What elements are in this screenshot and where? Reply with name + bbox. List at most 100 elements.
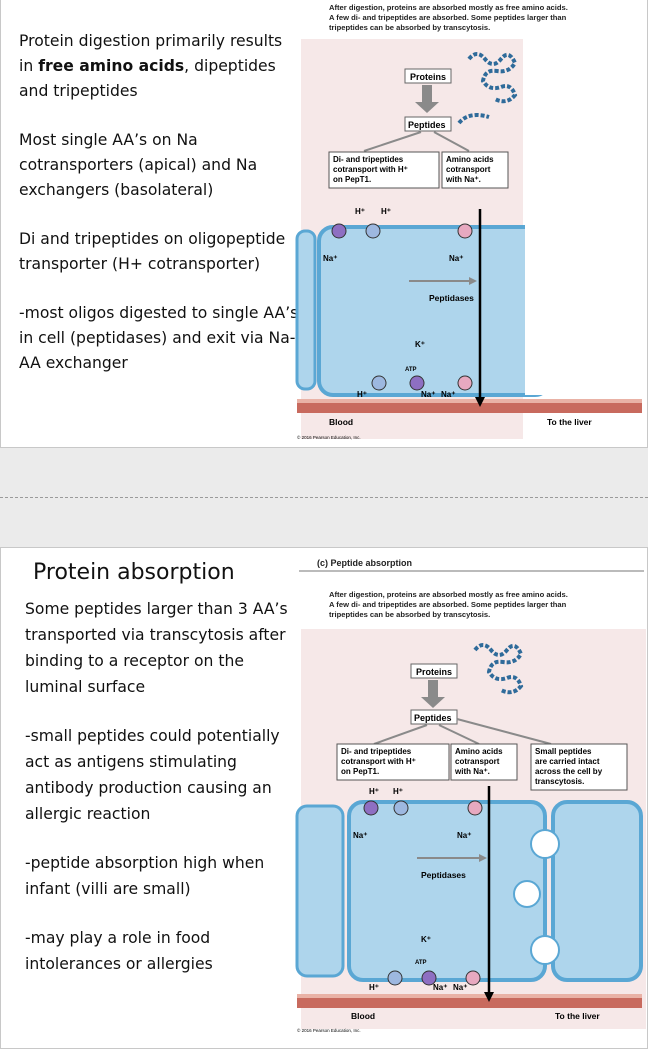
blood-vessel [297, 403, 642, 413]
peptides-label: Peptides [414, 713, 452, 723]
k-ion-label: K⁺ [415, 340, 425, 349]
na-k-pump-icon [421, 970, 437, 986]
na-aa-transporter-icon [457, 223, 473, 239]
pept1-line: on PepT1. [333, 175, 371, 184]
na-ion-label: Na⁺ [421, 390, 435, 399]
slide2-text: Some peptides larger than 3 AA’s transpo… [25, 596, 295, 1000]
na-k-pump-icon [409, 375, 425, 391]
pept1-line: cotransport with H⁺ [341, 757, 416, 766]
figure-mask [525, 145, 647, 395]
transcytosis-box [530, 743, 628, 791]
blood-vessel [297, 998, 642, 1008]
h-ion-label: H⁺ [393, 787, 403, 796]
na-ion-label: Na⁺ [449, 254, 463, 263]
protein-chain-icon [473, 643, 524, 695]
slide1-bullet-1: Protein digestion primarily results in f… [19, 29, 299, 104]
k-ion-label: K⁺ [421, 935, 431, 944]
blood-label: Blood [351, 1011, 375, 1021]
transcytosis-line: transcytosis. [535, 777, 584, 786]
blood-label: Blood [329, 417, 353, 427]
peptides-label: Peptides [408, 120, 446, 130]
liver-label: To the liver [547, 417, 592, 427]
na-ion-label: Na⁺ [441, 390, 455, 399]
enterocyte-cell [317, 225, 551, 397]
na-cotransport-box [450, 743, 518, 781]
caption-line-3: tripeptides can be absorbed by transcyto… [329, 610, 490, 619]
aa-line: with Na⁺. [445, 175, 481, 184]
na-ion-label: Na⁺ [433, 983, 447, 992]
aa-line: cotransport [455, 757, 500, 766]
na-ion-label: Na⁺ [457, 831, 471, 840]
pept1-transporter-icon [365, 223, 381, 239]
figure-svg: After digestion, proteins are absorbed m… [295, 3, 647, 440]
aa-line: with Na⁺. [454, 767, 490, 776]
proteins-box [404, 68, 452, 84]
atp-label: ATP [415, 960, 427, 966]
h-ion-label: H⁺ [369, 787, 379, 796]
bullet-text: , dipeptides and tripeptides [19, 57, 276, 100]
transporter-icon [331, 223, 347, 239]
pept1-transporter-icon [393, 800, 409, 816]
liver-label: To the liver [555, 1011, 600, 1021]
aa-line: Amino acids [446, 155, 494, 164]
right-arrow-icon [469, 277, 477, 285]
pept1-line: cotransport with H⁺ [333, 165, 408, 174]
transporter-icon [363, 800, 379, 816]
proteins-label: Proteins [410, 72, 446, 82]
h-ion-label: H⁺ [381, 207, 391, 216]
slide2-bullet-4: -may play a role in food intolerances or… [25, 929, 213, 973]
slide1-bullet-4: -most oligos digested to single AA’s in … [19, 304, 299, 372]
atp-label: ATP [405, 367, 417, 373]
enterocyte-cell [347, 800, 547, 982]
neighbor-cell [295, 804, 345, 978]
transcytosis-line: are carried intact [535, 757, 600, 766]
caption-line-1: After digestion, proteins are absorbed m… [329, 590, 568, 599]
right-arrow-icon [479, 854, 487, 862]
slide-protein-digestion: Protein digestion primarily results in f… [0, 0, 648, 448]
h-ion-label: H⁺ [369, 983, 379, 992]
aa-line: cotransport [446, 165, 491, 174]
slide1-bullet-2: Most single AA’s on Na cotransporters (a… [19, 131, 258, 199]
pept1-box [336, 743, 450, 781]
bullet-text: Protein digestion primarily results in [19, 32, 283, 75]
neighbor-cell [551, 800, 643, 982]
caption-line-1: After digestion, proteins are absorbed m… [329, 3, 568, 12]
slide-title: Protein absorption [33, 560, 235, 585]
proteins-box [410, 663, 458, 679]
h-ion-label: H⁺ [357, 390, 367, 399]
na-ion-label: Na⁺ [453, 983, 467, 992]
aa-line: Amino acids [455, 747, 503, 756]
caption-line-3: tripeptides can be absorbed by transcyto… [329, 23, 490, 32]
copyright-text: © 2016 Pearson Education, Inc. [297, 434, 361, 440]
transcytosis-line: across the cell by [535, 767, 603, 776]
na-ion-label: Na⁺ [323, 254, 337, 263]
protein-chain-icon [467, 52, 518, 104]
basolateral-transporter-icon [387, 970, 403, 986]
proteins-label: Proteins [416, 667, 452, 677]
na-aa-exchanger-icon [465, 970, 481, 986]
down-arrow-icon [415, 102, 439, 113]
caption-line-2: A few di- and tripeptides are absorbed. … [329, 600, 567, 609]
slide2-bullet-3: -peptide absorption high when infant (vi… [25, 854, 265, 898]
slide2-bullet-1: Some peptides larger than 3 AA’s transpo… [25, 600, 288, 696]
figure-amino-acid-absorption: After digestion, proteins are absorbed m… [289, 0, 647, 447]
slide1-text: Protein digestion primarily results in f… [19, 29, 299, 400]
pept1-line: Di- and tripeptides [333, 155, 404, 164]
peptides-box [410, 709, 458, 725]
slide2-bullet-2: -small peptides could potentially act as… [25, 727, 280, 823]
figure-svg: (c) Peptide absorption After digestion, … [295, 558, 646, 1033]
vesicle-icon [530, 935, 560, 965]
slide1-bullet-3: Di and tripeptides on oligopeptide trans… [19, 230, 286, 273]
slide-protein-absorption: Protein absorption Some peptides larger … [0, 547, 648, 1049]
peptidases-label: Peptidases [429, 293, 474, 303]
na-ion-label: Na⁺ [353, 831, 367, 840]
neighbor-cell [295, 229, 317, 391]
vesicle-icon [513, 880, 541, 908]
figure-heading: (c) Peptide absorption [317, 558, 412, 568]
pept1-line: Di- and tripeptides [341, 747, 412, 756]
slide-divider [0, 497, 648, 498]
basolateral-transporter-icon [371, 375, 387, 391]
bullet-bold-text: free amino acids [38, 57, 185, 75]
figure-peptide-absorption: (c) Peptide absorption After digestion, … [289, 554, 647, 1043]
down-arrow-icon [421, 697, 445, 708]
